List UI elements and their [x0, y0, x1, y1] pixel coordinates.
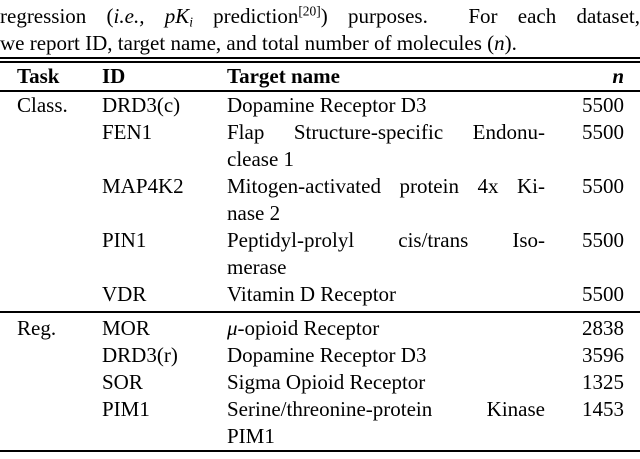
target-line-1: μ-opioid Receptor — [227, 315, 545, 342]
target-line-2: clease 1 — [227, 147, 295, 171]
cell-n: 5500 — [582, 282, 624, 306]
cell-id: VDR — [102, 282, 147, 306]
cell-id: PIN1 — [102, 228, 147, 252]
cell-id: MAP4K2 — [102, 174, 184, 198]
cell-task — [0, 173, 100, 227]
table-row-map4k2: MAP4K2 Mitogen-activated protein 4x Ki-n… — [0, 173, 640, 227]
cell-target-name: Dopamine Receptor D3 — [225, 342, 547, 369]
cell-target-name: Mitogen-activated protein 4x Ki-nase 2 — [225, 173, 547, 227]
target-line-1: Peptidyl-prolyl cis/trans Iso- — [227, 228, 545, 252]
cell-n: 1453 — [582, 397, 624, 421]
target-line-1: Vitamin D Receptor — [227, 282, 397, 306]
mu-symbol: μ — [227, 316, 238, 340]
caption-text-purposes: ) purposes. For each dataset, — [320, 4, 640, 28]
cell-n: 5500 — [582, 228, 624, 252]
cell-task: Reg. — [0, 311, 100, 342]
target-line-1: Dopamine Receptor D3 — [227, 343, 427, 367]
table-row-mor: Reg. MOR μ-opioid Receptor 2838 — [0, 311, 640, 342]
table-row-drd3r: DRD3(r) Dopamine Receptor D3 3596 — [0, 342, 640, 369]
caption-text-regression: regression ( — [0, 4, 114, 28]
table-caption: regression (i.e., pKi prediction[20]) pu… — [0, 0, 640, 57]
cell-id: SOR — [102, 370, 143, 394]
table-row-fen1: FEN1 Flap Structure-specific Endonu-clea… — [0, 119, 640, 173]
cell-target-name: Flap Structure-specific Endonu-clease 1 — [225, 119, 547, 173]
cell-target-name: Vitamin D Receptor — [225, 281, 547, 312]
cell-task — [0, 369, 100, 396]
cell-target-name: Dopamine Receptor D3 — [225, 91, 547, 119]
cell-target-name: μ-opioid Receptor — [225, 311, 547, 342]
cell-id: FEN1 — [102, 120, 153, 144]
cell-target-name: Peptidyl-prolyl cis/trans Iso-merase — [225, 227, 547, 281]
column-header-n: n — [547, 57, 640, 92]
target-line-1: Flap Structure-specific Endonu- — [227, 120, 545, 144]
cell-task — [0, 119, 100, 173]
column-header-id: ID — [100, 57, 225, 92]
cell-task: Class. — [17, 93, 68, 117]
table-row-pin1: PIN1 Peptidyl-prolyl cis/trans Iso-meras… — [0, 227, 640, 281]
table-row-drd3c: Class. DRD3(c) Dopamine Receptor D3 5500 — [0, 91, 640, 119]
cell-task — [0, 227, 100, 281]
caption-text-ie-pk: i.e., pK — [113, 4, 190, 28]
cell-id: PIM1 — [102, 397, 150, 421]
target-line-2: nase 2 — [227, 201, 281, 225]
cell-task — [0, 281, 100, 312]
caption-line-1: regression (i.e., pKi prediction[20]) pu… — [0, 3, 640, 30]
caption-text-prediction: prediction — [192, 4, 299, 28]
cell-id: DRD3(r) — [102, 343, 178, 367]
target-line-1: Serine/threonine-protein Kinase — [227, 397, 545, 421]
cell-task — [0, 396, 100, 451]
cell-id: MOR — [100, 311, 225, 342]
table-row-vdr: VDR Vitamin D Receptor 5500 — [0, 281, 640, 312]
target-line-2: merase — [227, 255, 287, 279]
target-line-1: Dopamine Receptor D3 — [227, 93, 427, 117]
caption-subscript-i: i — [189, 14, 193, 30]
caption-citation-20: [20] — [298, 3, 321, 19]
header-row: Task ID Target name n — [0, 57, 640, 92]
datasets-table: Task ID Target name n Class. DRD3(c) Dop… — [0, 57, 640, 452]
caption-italic-n: n — [494, 31, 505, 55]
target-line-1: Mitogen-activated protein 4x Ki- — [227, 174, 545, 198]
cell-target-name: Sigma Opioid Receptor — [225, 369, 547, 396]
caption-line-2: we report ID, target name, and total num… — [0, 30, 640, 57]
target-text: -opioid Receptor — [237, 316, 380, 340]
cell-n: 5500 — [582, 93, 624, 117]
caption-text-we-report: we report ID, target name, and total num… — [0, 31, 495, 55]
cell-n: 5500 — [582, 120, 624, 144]
column-header-task: Task — [0, 57, 100, 92]
cell-n: 2838 — [547, 311, 640, 342]
caption-text-period: ). — [504, 31, 517, 55]
column-header-target-name: Target name — [225, 57, 547, 92]
target-line-1: Sigma Opioid Receptor — [227, 370, 426, 394]
target-line-2: PIM1 — [227, 424, 275, 448]
cell-n: 1325 — [582, 370, 624, 394]
cell-n: 5500 — [582, 174, 624, 198]
cell-n: 3596 — [582, 343, 624, 367]
table-row-sor: SOR Sigma Opioid Receptor 1325 — [0, 369, 640, 396]
cell-task — [0, 342, 100, 369]
cell-id: DRD3(c) — [102, 93, 181, 117]
